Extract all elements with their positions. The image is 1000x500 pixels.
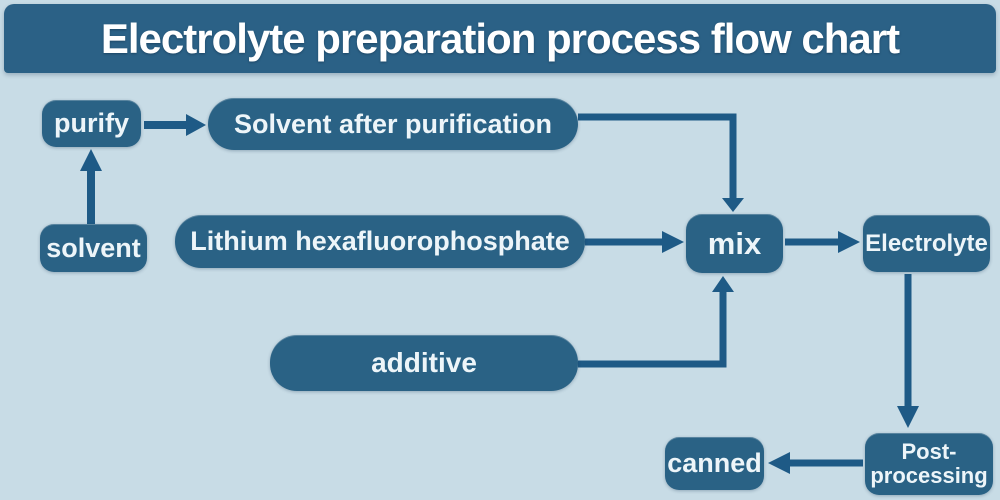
edge-post-processing-to-canned (768, 452, 863, 474)
node-electrolyte-label: Electrolyte (865, 229, 988, 257)
node-purify-label: purify (53, 108, 129, 138)
node-solvent-after-purification: Solvent after purification (208, 98, 578, 150)
node-canned-label: canned (667, 448, 762, 478)
edge-lithium-to-mix (585, 231, 684, 253)
node-mix-label: mix (707, 225, 762, 261)
node-solvent-label: solvent (46, 232, 141, 263)
edge-purify-to-solvent-after-purification (144, 114, 206, 136)
title-bar: Electrolyte preparation process flow cha… (4, 4, 996, 73)
edge-mix-to-electrolyte (785, 231, 860, 253)
node-post-processing-label-line1: Post- (901, 438, 957, 464)
node-lithium-hexafluorophosphate: Lithium hexafluorophosphate (175, 215, 585, 268)
node-canned: canned (665, 437, 764, 490)
node-electrolyte: Electrolyte (863, 215, 990, 272)
edge-solvent-after-purification-to-mix (578, 113, 744, 212)
node-post-processing-label-line2: processing (870, 463, 988, 488)
node-solvent-after-purification-label: Solvent after purification (233, 108, 553, 139)
node-additive-label: additive (371, 347, 477, 378)
edge-electrolyte-to-post-processing (897, 274, 919, 428)
node-lithium-hexafluorophosphate-label: Lithium hexafluorophosphate (190, 226, 570, 256)
page-title: Electrolyte preparation process flow cha… (100, 14, 900, 62)
node-solvent: solvent (40, 224, 147, 272)
edge-additive-to-mix (578, 276, 734, 368)
node-additive: additive (270, 335, 578, 391)
node-purify: purify (42, 100, 141, 147)
node-post-processing: Post- processing (865, 433, 993, 495)
edge-solvent-to-purify (80, 149, 102, 224)
node-mix: mix (686, 214, 783, 273)
